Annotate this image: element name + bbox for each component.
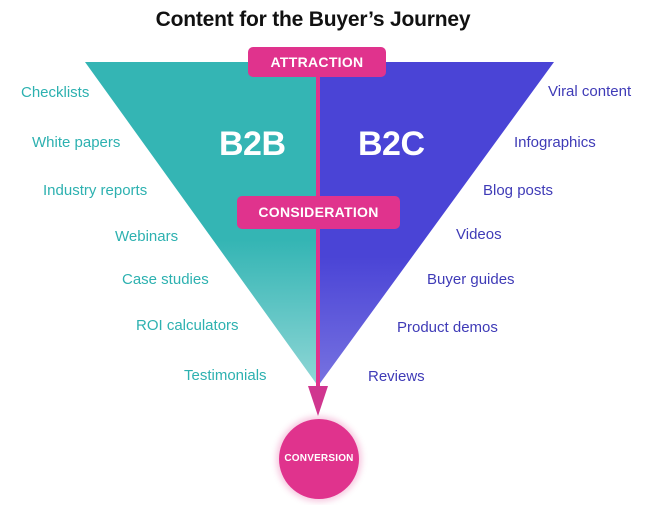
conversion-circle: CONVERSION	[279, 419, 359, 499]
b2b-item: White papers	[32, 134, 121, 151]
b2b-item: Webinars	[115, 228, 179, 245]
consideration-stage-label: CONSIDERATION	[237, 196, 400, 229]
b2c-item: Product demos	[397, 319, 498, 336]
b2b-item: Checklists	[21, 84, 90, 101]
b2c-item: Blog posts	[483, 182, 554, 199]
b2c-label: B2C	[358, 125, 425, 163]
b2b-item: Testimonials	[184, 367, 267, 384]
b2c-funnel-half	[318, 62, 554, 386]
b2b-item: Industry reports	[43, 182, 148, 199]
attraction-stage-label: ATTRACTION	[248, 47, 386, 77]
b2b-label: B2B	[219, 125, 286, 163]
b2c-item: Reviews	[368, 368, 425, 385]
b2c-item: Videos	[456, 226, 502, 243]
b2c-item: Infographics	[514, 134, 596, 151]
diagram-title: Content for the Buyer’s Journey	[155, 8, 471, 31]
b2b-item: ROI calculators	[136, 317, 239, 334]
b2b-funnel-half	[85, 62, 318, 386]
b2b-item: Case studies	[122, 271, 209, 288]
b2c-item: Buyer guides	[427, 271, 515, 288]
b2c-item: Viral content	[548, 83, 632, 100]
funnel-tip	[308, 386, 328, 416]
